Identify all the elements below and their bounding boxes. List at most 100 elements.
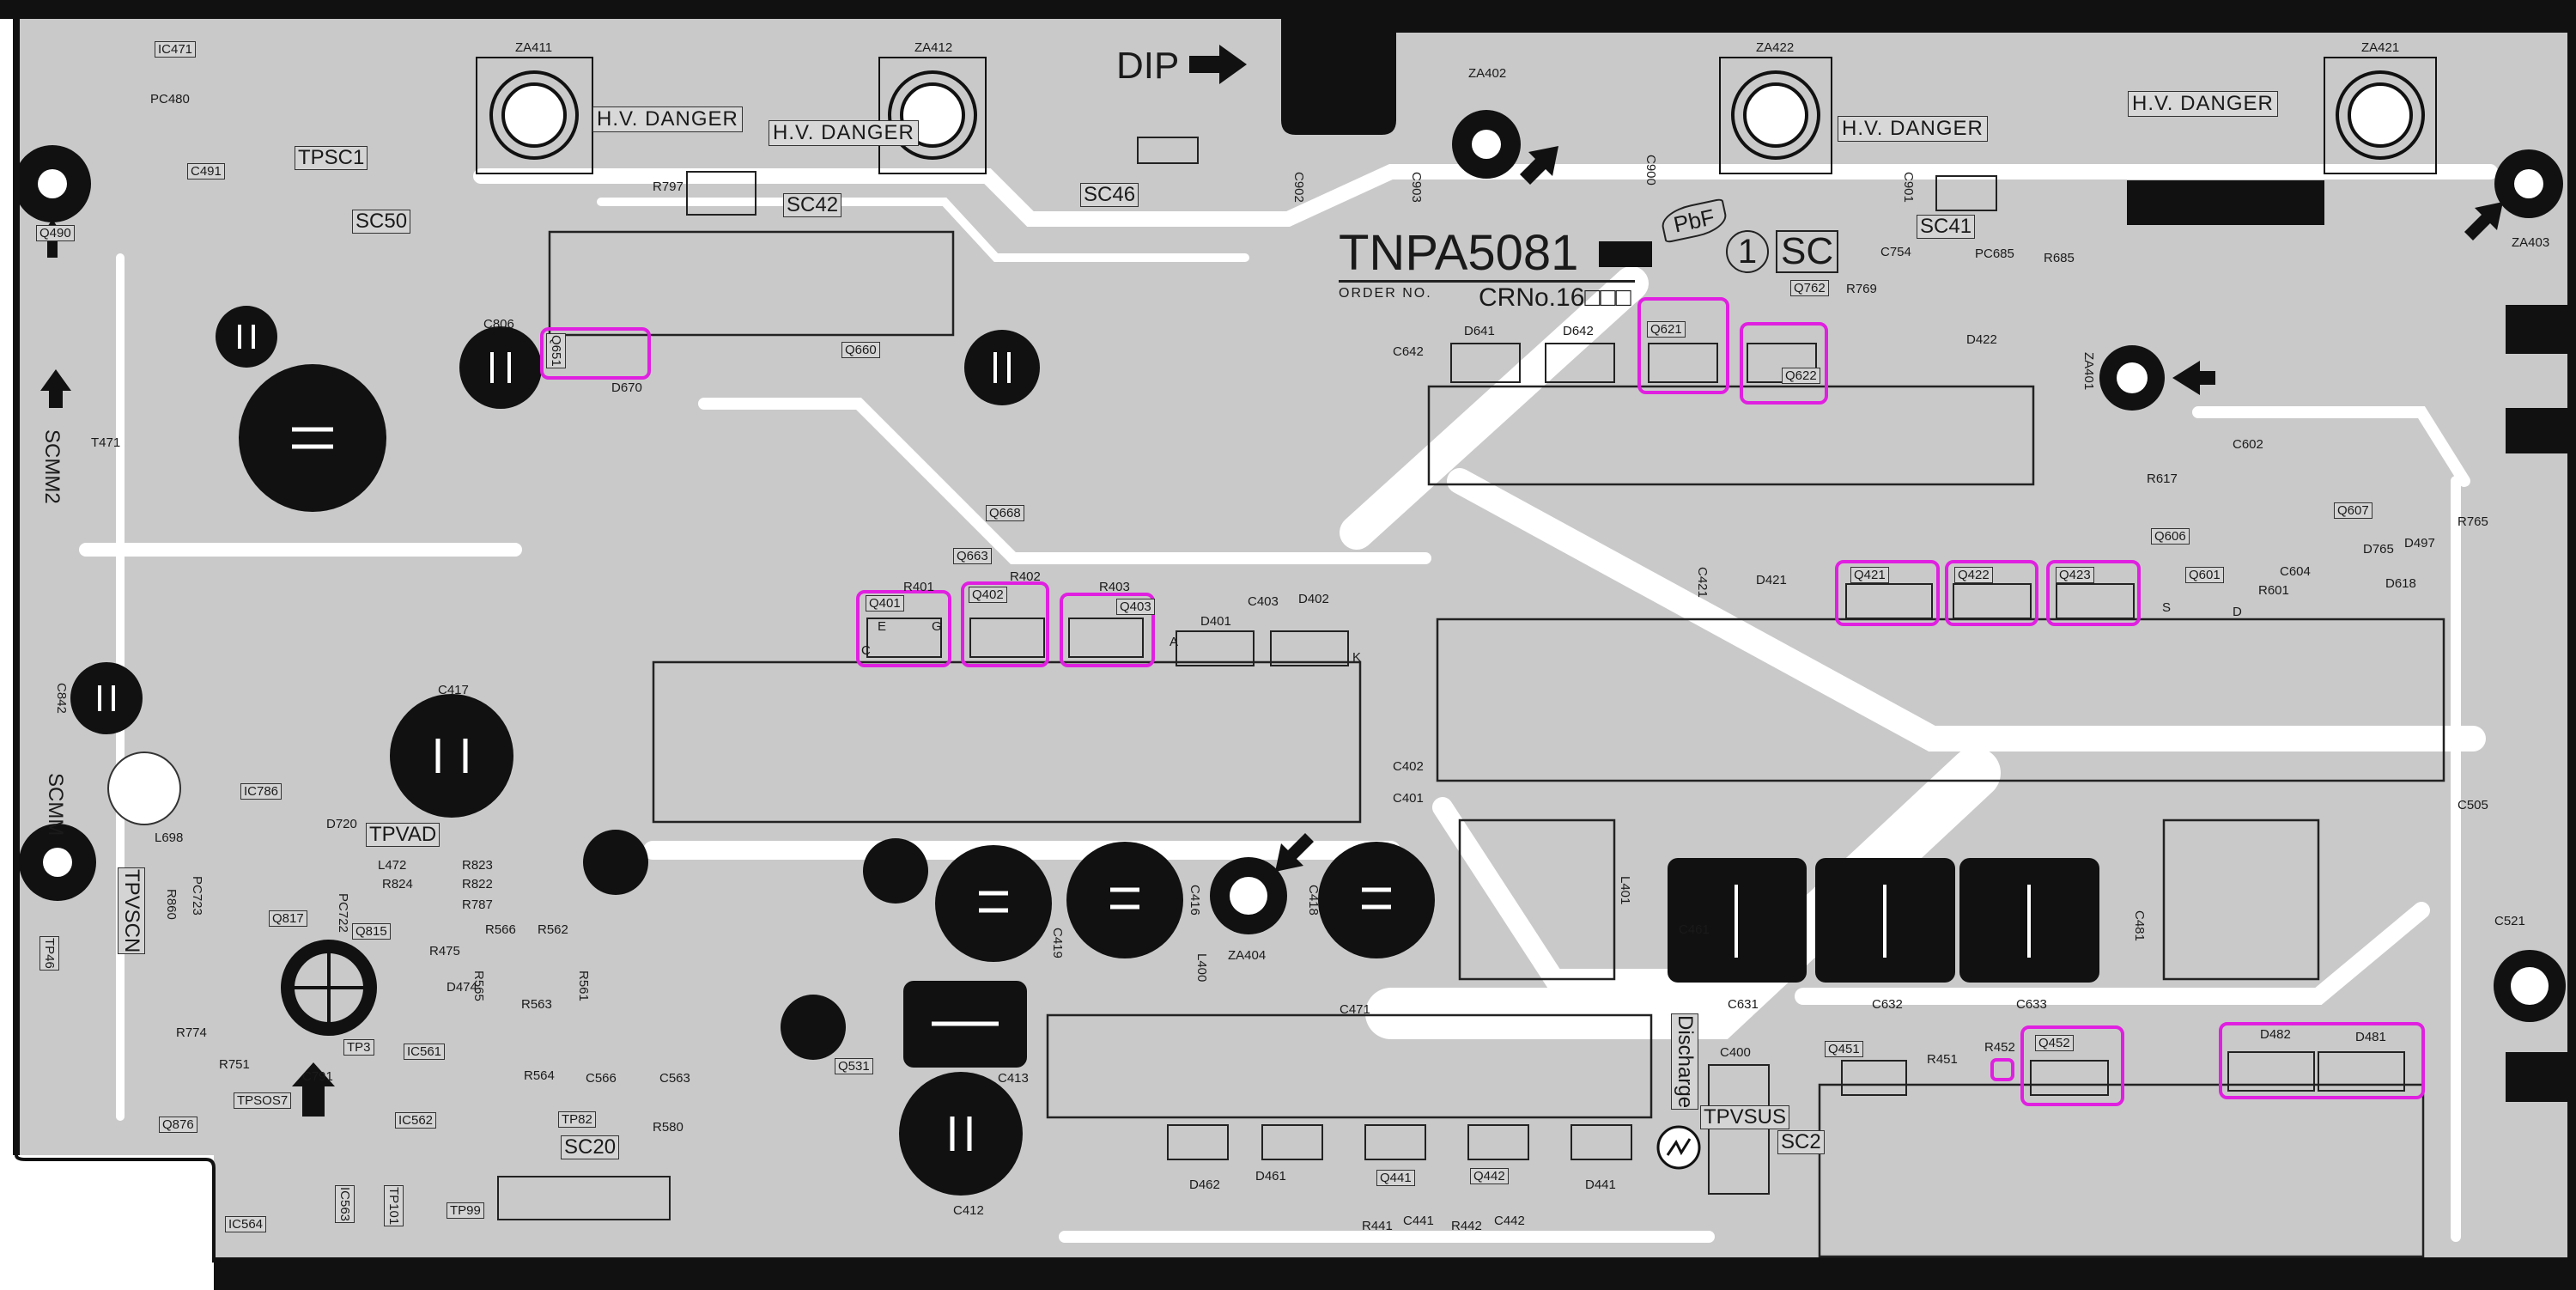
ref-label: R564 (524, 1068, 555, 1083)
coil-l401-outline (1458, 818, 1616, 981)
ref-label: C403 (1248, 594, 1279, 609)
highlight-q403 (1060, 593, 1155, 667)
mount-za402: ZA402 (1468, 66, 1507, 81)
ref-label: D401 (1200, 614, 1231, 629)
highlight-q401 (856, 590, 951, 667)
ref-label: C902 (1291, 172, 1306, 203)
board-notch (0, 1155, 214, 1290)
crno-label: CRNo.16□□□ (1479, 283, 1631, 312)
ref-label: Q606 (2151, 528, 2190, 545)
ref-label: IC471 (155, 41, 197, 58)
hv-danger-za411: H.V. DANGER (592, 106, 743, 133)
ref-label: D422 (1966, 332, 1997, 347)
ref-label: C416 (1188, 885, 1202, 916)
ref-label: R401 (903, 580, 934, 594)
ref-label: D461 (1255, 1169, 1286, 1184)
cap-q531 (781, 995, 846, 1060)
ref-label: IC561 (404, 1044, 446, 1060)
cap-large-left (239, 364, 386, 512)
ref-label: Q531 (835, 1058, 873, 1074)
title-underline (1339, 280, 1635, 283)
ref-label: C631 (1728, 997, 1759, 1012)
testpoint-tp82: TP82 (558, 1111, 596, 1128)
ref-label: R561 (576, 971, 591, 1001)
marking-discharge: Discharge (1671, 1013, 1698, 1110)
bottom-edge-band (214, 1257, 2576, 1290)
connector-sc2: SC2 (1777, 1130, 1825, 1154)
cap-c418 (1318, 842, 1435, 958)
mount-za404: ZA404 (1228, 948, 1267, 963)
ref-label: R797 (653, 180, 683, 194)
ref-label: PC685 (1975, 246, 2014, 261)
ref-label: Q668 (986, 505, 1024, 521)
cap-c412 (899, 1072, 1023, 1196)
ref-label: C604 (2280, 564, 2311, 579)
mount-za403: ZA403 (2512, 235, 2550, 250)
ref-label: C754 (1880, 245, 1911, 259)
pin-k: K (1352, 650, 1362, 665)
hole-za401 (2099, 345, 2165, 411)
pin-s: S (2162, 600, 2172, 615)
cap-c842 (70, 662, 143, 734)
ref-label: R563 (521, 997, 552, 1012)
highlight-q622 (1740, 322, 1828, 405)
heatsink-outlines (548, 230, 2445, 1258)
testpoint-tpvad: TPVAD (366, 823, 440, 847)
mounting-holes (14, 110, 2566, 1036)
ref-label: R566 (485, 922, 516, 937)
ref-label: C442 (1494, 1214, 1525, 1228)
ref-label: C417 (438, 683, 469, 697)
hv-danger-za412: H.V. DANGER (769, 120, 919, 147)
boss-za422 (1719, 57, 1832, 174)
ref-label: D441 (1585, 1177, 1616, 1192)
highlight-d482-d481 (2219, 1022, 2425, 1099)
ref-label: D720 (326, 817, 357, 831)
ref-label: T471 (91, 435, 121, 450)
ref-label: C401 (1393, 791, 1424, 806)
ref-label: Q876 (159, 1117, 197, 1133)
ref-label: C566 (586, 1071, 617, 1086)
order-no-label: ORDER NO. (1339, 286, 1432, 301)
top-right-band (1396, 0, 2576, 33)
ref-label: C642 (1393, 344, 1424, 359)
ref-label: L401 (1618, 876, 1632, 905)
right-tab-2 (2506, 408, 2576, 453)
ref-label: Q452 (2035, 1035, 2074, 1051)
ref-label: C402 (1393, 759, 1424, 774)
ref-label: R441 (1362, 1219, 1393, 1233)
ref-label: C412 (953, 1203, 984, 1218)
ref-label: C471 (1340, 1002, 1370, 1017)
ref-label: C491 (187, 163, 225, 180)
ref-label: C413 (998, 1071, 1029, 1086)
cap-c503 (863, 838, 928, 904)
testpoint-tp101: TP101 (384, 1185, 404, 1227)
ref-label: Q441 (1376, 1170, 1415, 1186)
ref-label: Q663 (953, 548, 992, 564)
za401-arrow-icon (2172, 361, 2215, 395)
ref-label: R751 (219, 1057, 250, 1072)
up-arrow-2-icon (40, 369, 71, 408)
testpoint-tp46: TP46 (39, 936, 59, 971)
boss-za421 (2324, 57, 2437, 174)
ref-label: R601 (2258, 583, 2289, 598)
ref-label: PC723 (190, 876, 204, 916)
revision-circle: 1 (1726, 230, 1769, 273)
ring-l698 (107, 751, 181, 825)
ref-label: C505 (2458, 798, 2488, 812)
ref-label: C602 (2233, 437, 2263, 452)
coil-l441-outline (2162, 818, 2320, 981)
ref-label: Q402 (969, 587, 1007, 603)
board-edge-notch (15, 1154, 216, 1263)
testpoint-tpsos7: TPSOS7 (234, 1092, 292, 1109)
ref-label: L698 (155, 831, 184, 845)
hole-za403 (2494, 149, 2563, 218)
ref-label: Q421 (1850, 567, 1889, 583)
highlight-q402 (961, 581, 1049, 667)
ref-label: C563 (659, 1071, 690, 1086)
ref-label: C521 (2494, 914, 2525, 928)
cap-c5xx (583, 830, 648, 895)
connector-sc46: SC46 (1080, 183, 1139, 207)
ref-label: L472 (378, 858, 407, 873)
ref-label: D482 (2260, 1027, 2291, 1042)
heatsink-2 (1436, 618, 2445, 782)
